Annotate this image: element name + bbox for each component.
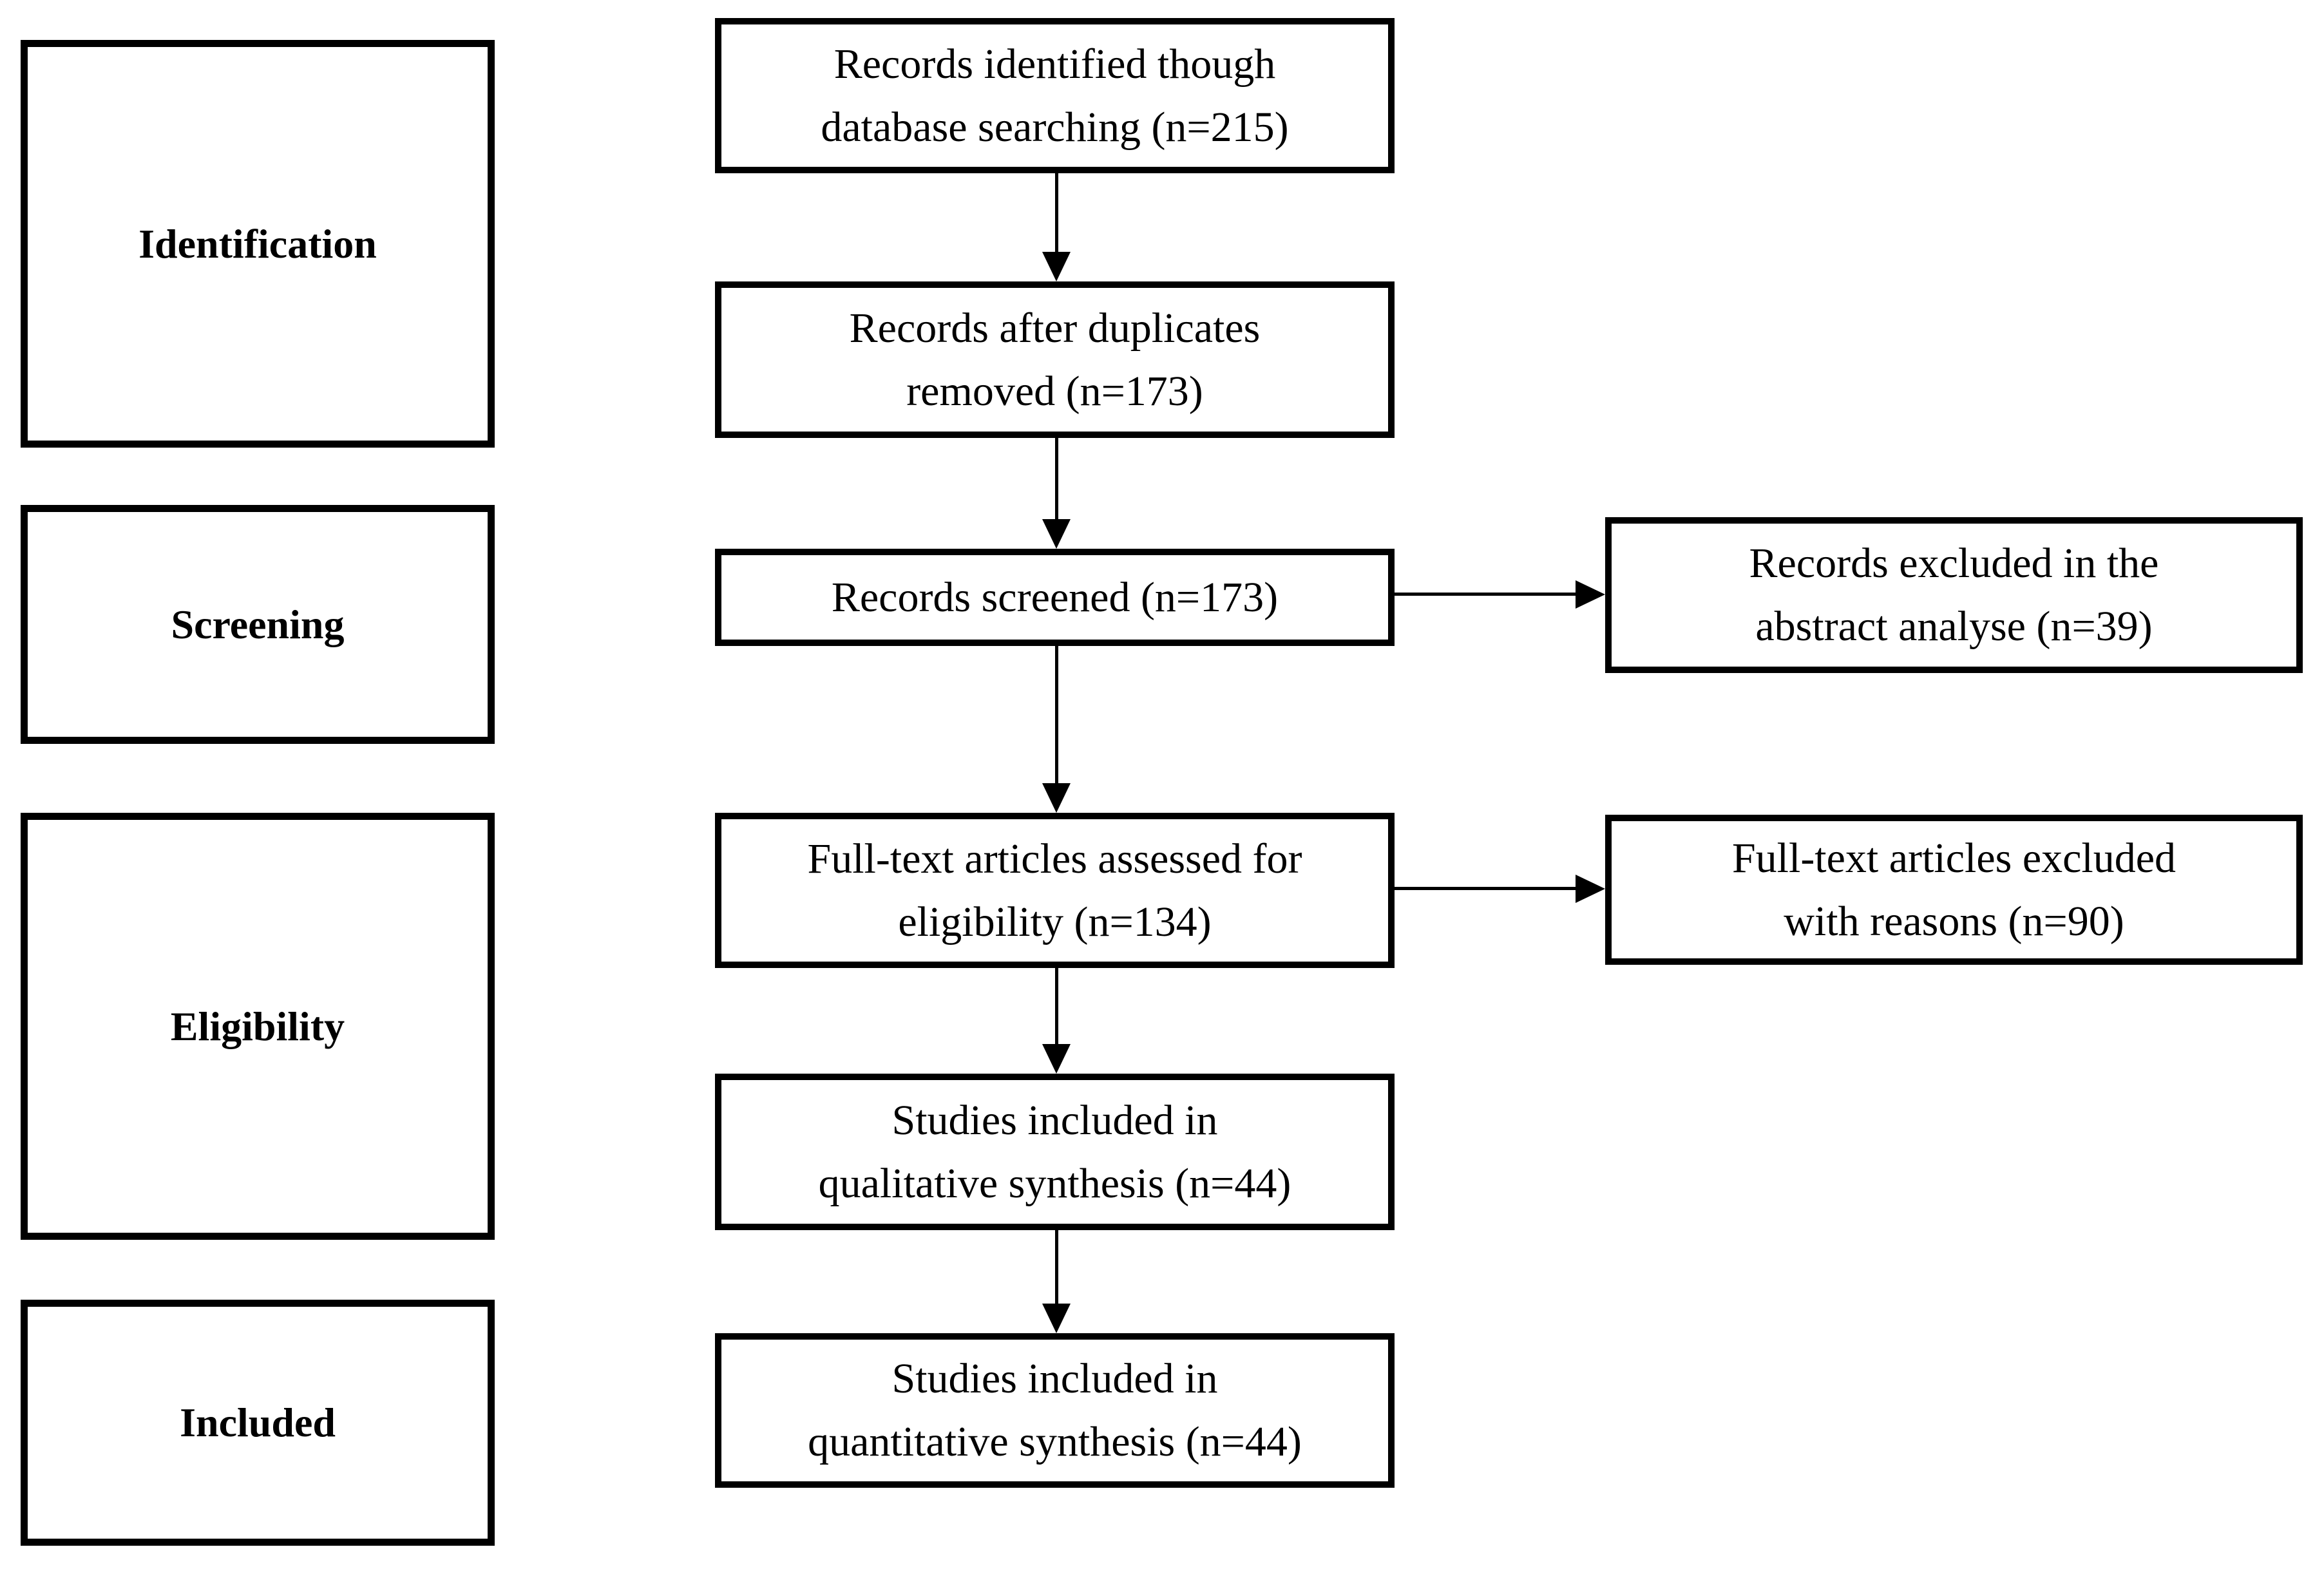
- stage-label-identification: Identification: [138, 220, 377, 267]
- flow-box-qualitative-included: Studies included in qualitative synthesi…: [715, 1074, 1395, 1230]
- text-line: Records identified though: [833, 40, 1276, 88]
- stage-label-eligibility: Eligibility: [170, 1003, 345, 1049]
- text-line: Full-text articles assessed for: [807, 835, 1302, 882]
- arrow-head-screened-to-fulltext: [1042, 783, 1071, 813]
- text-line: abstract analyse (n=39): [1755, 603, 2153, 650]
- stage-box-screening: Screening: [21, 505, 495, 744]
- arrow-line-fulltext-to-excluded: [1395, 887, 1576, 890]
- arrow-head-fulltext-to-excluded: [1576, 875, 1605, 903]
- arrow-head-duplicates-to-screened: [1042, 519, 1071, 549]
- exclusion-box-abstract-text: Records excluded in the abstract analyse…: [1612, 532, 2296, 658]
- text-line: qualitative synthesis (n=44): [818, 1159, 1291, 1207]
- exclusion-box-fulltext-text: Full-text articles excluded with reasons…: [1612, 827, 2296, 953]
- text-line: Records excluded in the: [1749, 540, 2159, 587]
- flow-box-quantitative-included-text: Studies included in quantitative synthes…: [721, 1347, 1388, 1473]
- arrow-line-fulltext-to-qualitative: [1055, 968, 1058, 1044]
- flow-box-records-identified-text: Records identified though database searc…: [721, 33, 1388, 158]
- exclusion-box-fulltext: Full-text articles excluded with reasons…: [1605, 815, 2303, 965]
- text-line: Records after duplicates: [849, 304, 1261, 352]
- flow-box-records-screened-text: Records screened (n=173): [721, 566, 1388, 629]
- stage-label-screening: Screening: [171, 601, 345, 647]
- arrow-line-screened-to-excluded: [1395, 593, 1576, 596]
- flow-box-records-identified: Records identified though database searc…: [715, 18, 1395, 173]
- flow-box-duplicates-removed: Records after duplicates removed (n=173): [715, 281, 1395, 438]
- flow-box-fulltext-assessed: Full-text articles assessed for eligibil…: [715, 813, 1395, 968]
- stage-box-included: Included: [21, 1300, 495, 1546]
- text-line: quantitative synthesis (n=44): [808, 1418, 1302, 1465]
- arrow-head-identified-to-duplicates: [1042, 252, 1071, 281]
- text-line: Studies included in: [891, 1096, 1218, 1144]
- stage-box-eligibility: Eligibility: [21, 813, 495, 1240]
- text-line: removed (n=173): [906, 367, 1203, 415]
- arrow-line-identified-to-duplicates: [1055, 173, 1058, 252]
- text-line: eligibility (n=134): [898, 898, 1212, 945]
- flow-box-fulltext-assessed-text: Full-text articles assessed for eligibil…: [721, 828, 1388, 953]
- arrow-head-fulltext-to-qualitative: [1042, 1044, 1071, 1074]
- flow-box-duplicates-removed-text: Records after duplicates removed (n=173): [721, 297, 1388, 422]
- arrow-line-qualitative-to-quantitative: [1055, 1230, 1058, 1304]
- flow-box-records-screened: Records screened (n=173): [715, 549, 1395, 646]
- text-line: Full-text articles excluded: [1731, 834, 2176, 882]
- arrow-head-qualitative-to-quantitative: [1042, 1304, 1071, 1333]
- arrow-head-screened-to-excluded: [1576, 580, 1605, 609]
- stage-box-identification: Identification: [21, 40, 495, 448]
- stage-label-included: Included: [180, 1400, 336, 1445]
- text-line: Studies included in: [891, 1355, 1218, 1403]
- flow-box-qualitative-included-text: Studies included in qualitative synthesi…: [721, 1089, 1388, 1215]
- exclusion-box-abstract: Records excluded in the abstract analyse…: [1605, 517, 2303, 673]
- text-line: with reasons (n=90): [1784, 897, 2124, 945]
- text-line: Records screened (n=173): [831, 573, 1279, 621]
- arrow-line-screened-to-fulltext: [1055, 646, 1058, 783]
- flow-box-quantitative-included: Studies included in quantitative synthes…: [715, 1333, 1395, 1488]
- text-line: database searching (n=215): [821, 103, 1289, 151]
- arrow-line-duplicates-to-screened: [1055, 438, 1058, 519]
